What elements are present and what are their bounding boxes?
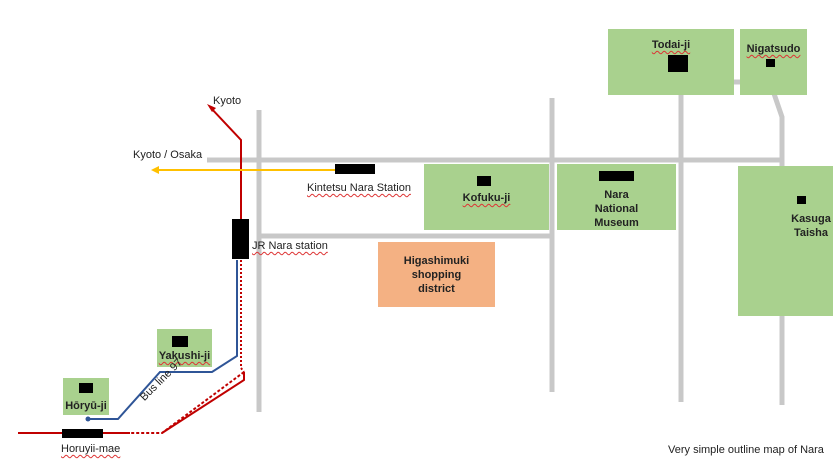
todai-ji-building-icon	[668, 55, 688, 72]
jr-nara-station-marker[interactable]	[232, 219, 249, 259]
yakushi-ji-building-icon	[172, 336, 188, 347]
kintetsu-arrow-head	[151, 166, 159, 174]
kyoto-label: Kyoto	[213, 95, 242, 107]
kasuga-line-1: Kasuga	[791, 213, 831, 225]
museum-line-1: Nara	[604, 189, 629, 201]
yakushi-ji-label: Yakushi-ji	[158, 350, 211, 362]
todai-ji-label: Todai-ji	[651, 39, 691, 51]
kofuku-ji-label: Kofuku-ji	[462, 192, 511, 204]
jr-line	[18, 106, 245, 434]
horuyii-mae-station-marker[interactable]	[62, 429, 103, 438]
museum-building-icon	[599, 171, 634, 181]
kintetsu-nara-station-label: Kintetsu Nara Station	[307, 182, 411, 194]
kintetsu-nara-station-marker[interactable]	[335, 164, 375, 174]
jr-nara-station-label: JR Nara station	[252, 240, 328, 252]
yakushi-ji-area[interactable]	[157, 329, 212, 367]
nara-national-museum-label: Nara National Museum	[557, 188, 676, 230]
kyoto-arrow-head	[207, 104, 216, 112]
higashimuki-line-1: Higashimuki	[403, 255, 470, 267]
horyu-ji-building-icon	[79, 383, 93, 393]
bus-stop-dot	[85, 416, 91, 422]
kofuku-ji-building-icon	[477, 176, 491, 186]
nigatsudo-label: Nigatsudo	[746, 43, 801, 55]
kasuga-taisha-area[interactable]	[738, 166, 833, 316]
museum-line-3: Museum	[594, 217, 639, 229]
jr-line-south-dotted	[240, 260, 245, 373]
higashimuki-area[interactable]	[378, 242, 495, 307]
bus-line-97	[88, 260, 238, 420]
kasuga-taisha-building-icon	[797, 196, 806, 204]
higashimuki-label: Higashimuki shopping district	[378, 254, 495, 296]
kasuga-line-2: Taisha	[793, 227, 829, 239]
kasuga-taisha-label: Kasuga Taisha	[786, 212, 836, 240]
kofuku-ji-area[interactable]	[424, 164, 549, 230]
museum-line-2: National	[594, 203, 639, 215]
map-caption: Very simple outline map of Nara	[668, 444, 824, 456]
jr-line-southwest	[161, 372, 245, 434]
higashimuki-line-3: district	[418, 283, 455, 295]
nigatsudo-building-icon	[766, 59, 775, 67]
jr-line-to-kyoto	[209, 106, 242, 220]
horuyii-mae-label: Horuyii-mae	[61, 443, 121, 455]
horyu-ji-label: Hōryū-ji	[65, 400, 107, 412]
kyoto-osaka-label: Kyoto / Osaka	[133, 149, 203, 161]
higashimuki-line-2: shopping	[411, 269, 462, 281]
